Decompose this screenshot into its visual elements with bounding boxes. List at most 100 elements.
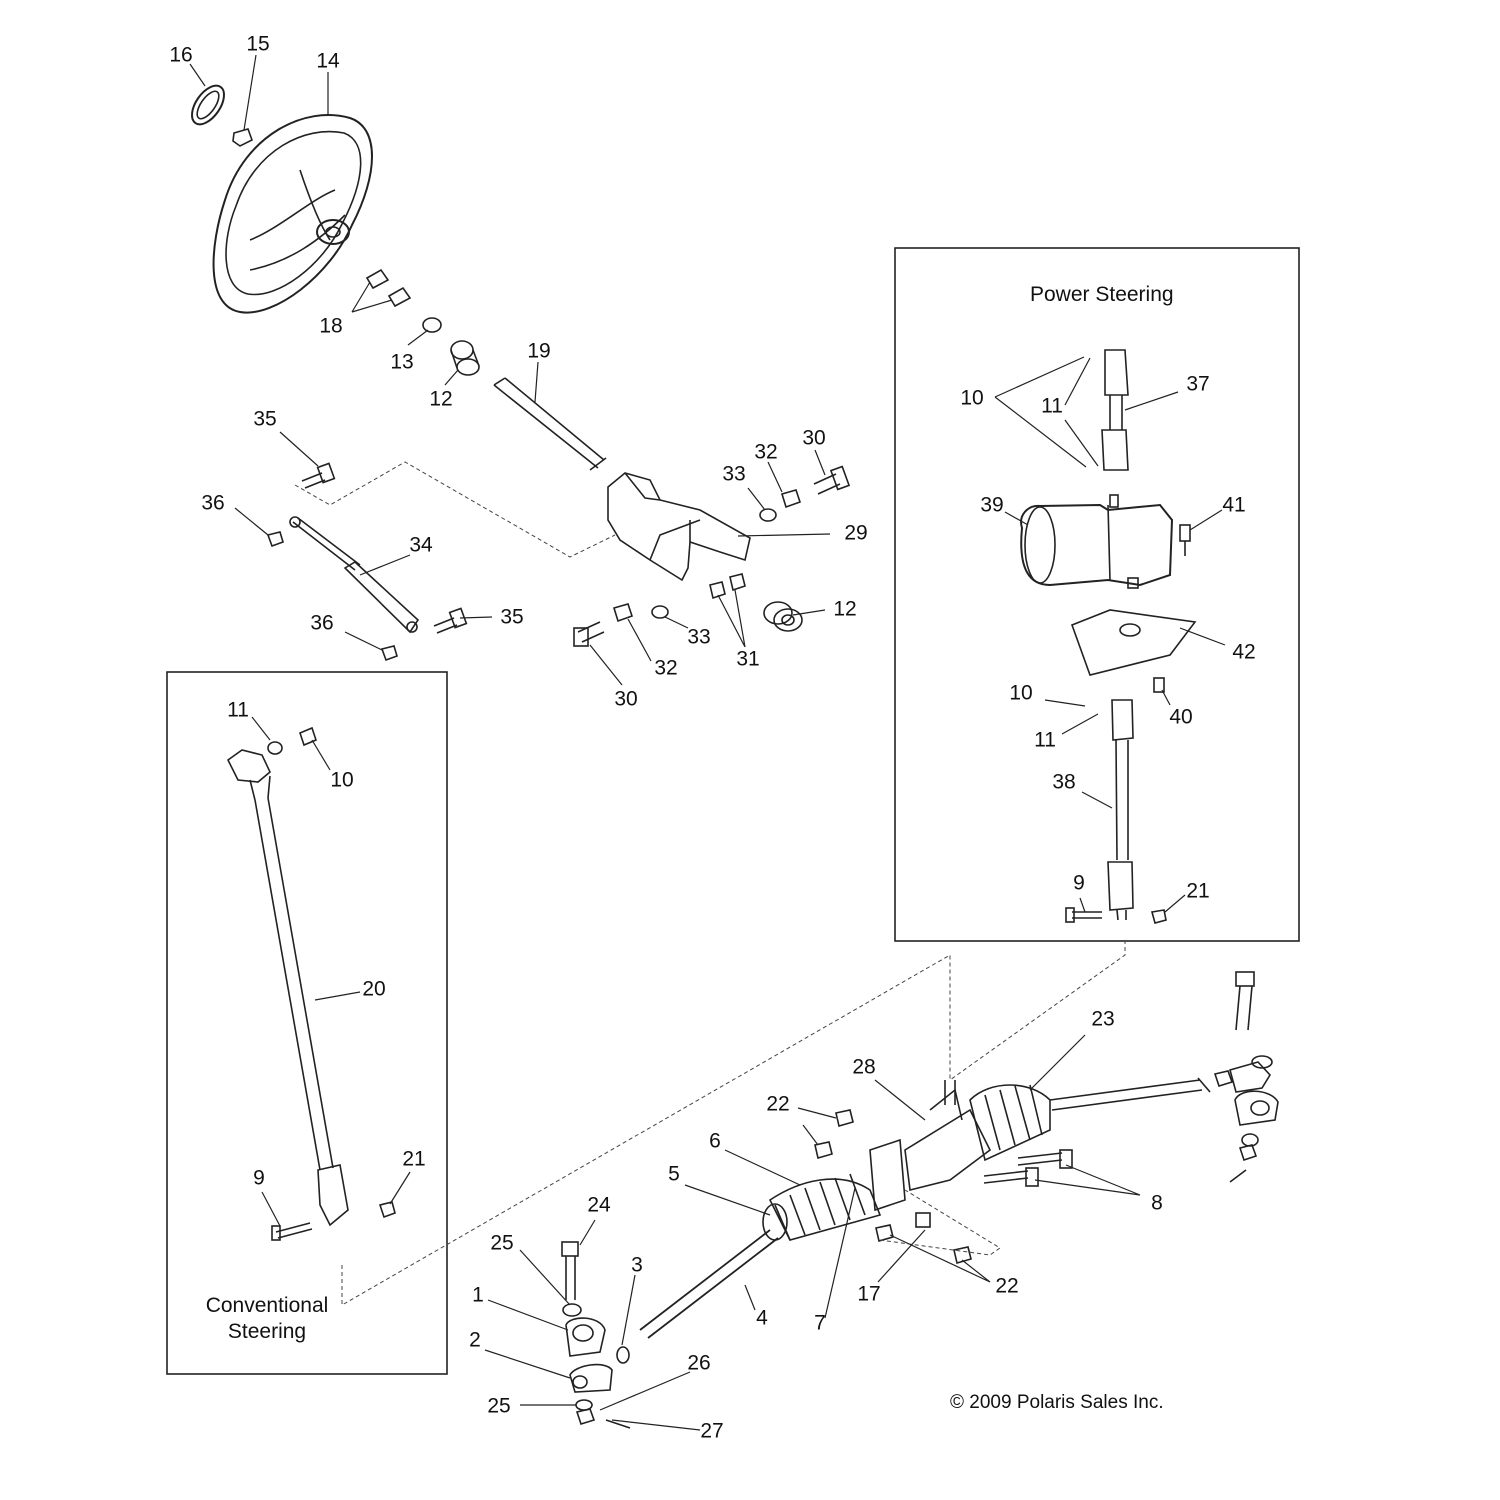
nut-part — [380, 645, 398, 662]
nut-part — [266, 531, 284, 548]
callout-label: 19 — [527, 339, 551, 363]
callout-label: 9 — [253, 1166, 265, 1190]
callout-label: 25 — [490, 1231, 514, 1255]
callout-label: 41 — [1222, 493, 1246, 517]
callout-label: 35 — [500, 605, 524, 629]
callout-label: 14 — [316, 49, 340, 73]
washer-part — [651, 605, 669, 619]
steering-column-bracket-part — [607, 472, 751, 582]
callout-label: 33 — [722, 462, 746, 486]
callout-label: 36 — [201, 491, 225, 515]
callout-label: 20 — [362, 977, 386, 1001]
callout-label: 40 — [1169, 705, 1193, 729]
callout-label: 30 — [614, 687, 638, 711]
washer-part — [267, 741, 283, 755]
callout-label: 25 — [487, 1394, 511, 1418]
callout-label: 23 — [1091, 1007, 1115, 1031]
callout-label: 6 — [709, 1129, 721, 1153]
callout-label: 12 — [429, 387, 453, 411]
callout-label: 12 — [833, 597, 857, 621]
bolt-part — [301, 462, 336, 489]
callout-label: 36 — [310, 611, 334, 635]
nut-part — [953, 1246, 972, 1265]
bolt-part — [915, 1212, 931, 1228]
nut-part — [378, 1201, 396, 1219]
bolt-part — [1179, 524, 1191, 556]
callout-label: 27 — [700, 1419, 724, 1443]
clip-part — [387, 286, 412, 308]
callout-label: 8 — [1151, 1191, 1163, 1215]
tie-rod-bolt-part — [1235, 971, 1255, 1031]
bolt-part — [1065, 907, 1102, 923]
callout-label: 30 — [802, 426, 826, 450]
callout-label: 22 — [766, 1092, 790, 1116]
bushing-part — [450, 340, 480, 376]
callout-label: 38 — [1052, 770, 1076, 794]
nut-part — [1150, 909, 1167, 924]
callout-label: 42 — [1232, 640, 1256, 664]
bolt-part — [983, 1167, 1039, 1187]
callout-label: 37 — [1186, 372, 1210, 396]
callout-label: 17 — [857, 1282, 881, 1306]
callout-label: 11 — [227, 698, 249, 722]
callout-label: 15 — [246, 32, 270, 56]
upper-u-joint-shaft-part — [1101, 349, 1129, 471]
copyright-notice: © 2009 Polaris Sales Inc. — [950, 1392, 1164, 1413]
callout-label: 32 — [754, 440, 778, 464]
bolt-part — [299, 726, 317, 747]
steering-rack-part — [639, 1077, 1211, 1339]
nut-part — [780, 489, 802, 509]
callout-label: 26 — [687, 1351, 711, 1375]
callout-label: 10 — [1009, 681, 1033, 705]
steering-wheel-part — [212, 114, 373, 314]
callout-label: 7 — [814, 1311, 826, 1335]
callout-label: 13 — [390, 350, 414, 374]
callout-label: 24 — [587, 1193, 611, 1217]
bolt-part — [1017, 1149, 1073, 1169]
callout-label: 18 — [319, 314, 343, 338]
callout-label: 32 — [654, 656, 678, 680]
conventional-steering-shaft-part — [226, 749, 349, 1227]
nut-part — [814, 1141, 833, 1160]
clip-part — [365, 268, 390, 290]
callout-label: 34 — [409, 533, 433, 557]
stud-part — [573, 621, 605, 647]
power-steering-unit-part — [1020, 494, 1174, 589]
power-steering-panel — [894, 247, 1300, 942]
nut-part — [835, 1109, 854, 1128]
callout-label: 3 — [631, 1253, 643, 1277]
nut-part — [709, 581, 726, 600]
conventional-steering-panel — [166, 671, 448, 1375]
bolt-part — [271, 1222, 313, 1241]
callout-label: 35 — [253, 407, 277, 431]
tie-rod-end-part — [561, 1241, 631, 1429]
lower-u-joint-shaft-part — [1107, 699, 1134, 921]
callout-label: 39 — [980, 493, 1004, 517]
callout-label: 22 — [995, 1274, 1019, 1298]
steering-cap-ring-part — [191, 84, 225, 126]
callout-label: 5 — [668, 1162, 680, 1186]
washer-part — [422, 317, 442, 333]
callout-label: 4 — [756, 1306, 768, 1330]
callout-label: 1 — [472, 1283, 484, 1307]
callout-label: 10 — [960, 386, 984, 410]
callout-label: 16 — [169, 43, 193, 67]
bolt-part — [1153, 677, 1165, 693]
stud-part — [813, 465, 851, 495]
power-steering-title: Power Steering — [1030, 283, 1174, 306]
mounting-bracket-part — [1070, 609, 1197, 676]
bushing-part — [763, 601, 803, 632]
bolt-part — [433, 607, 468, 634]
washer-part — [759, 508, 777, 522]
callout-label: 33 — [687, 625, 711, 649]
callout-label: 2 — [469, 1328, 481, 1352]
callout-label: 11 — [1034, 728, 1056, 752]
callout-label: 21 — [1186, 879, 1210, 903]
callout-label: 21 — [402, 1147, 426, 1171]
nut-part — [612, 603, 634, 623]
callout-label: 9 — [1073, 871, 1085, 895]
tie-rod-end-part — [1213, 1055, 1279, 1183]
steering-shaft-part — [493, 377, 607, 471]
